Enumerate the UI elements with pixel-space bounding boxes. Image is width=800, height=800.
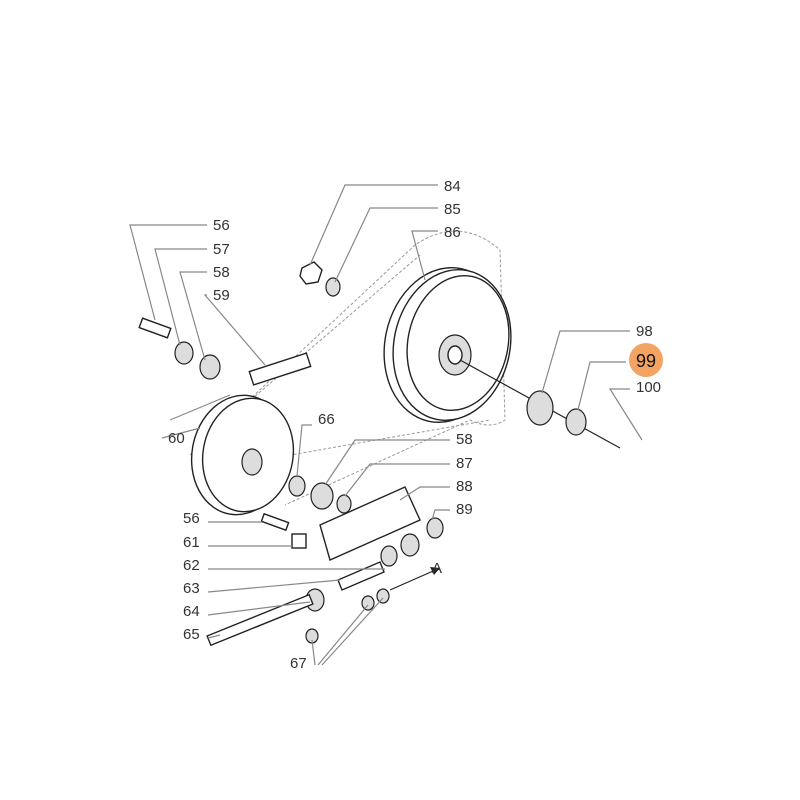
label-62[interactable]: 62 [183,557,200,574]
nut-84 [299,261,323,285]
label-89[interactable]: 89 [456,501,473,518]
label-65[interactable]: 65 [183,626,200,643]
label-56b[interactable]: 56 [183,510,200,527]
label-85[interactable]: 85 [444,201,461,218]
spacer-66 [288,475,306,497]
bolt-56b [260,512,290,532]
label-58b[interactable]: 58 [456,431,473,448]
washer-87 [336,494,352,514]
small-parts [138,261,587,647]
bearing-58b [310,482,334,510]
label-98[interactable]: 98 [636,323,653,340]
label-100[interactable]: 100 [636,379,661,396]
nut-61 [291,533,307,549]
bearing-58 [199,354,221,380]
label-88[interactable]: 88 [456,478,473,495]
label-63[interactable]: 63 [183,580,200,597]
label-84[interactable]: 84 [444,178,461,195]
label-87[interactable]: 87 [456,455,473,472]
washer-85 [325,277,341,297]
label-67[interactable]: 67 [290,655,307,672]
block-88 [319,486,421,561]
bolt-56 [138,317,172,339]
bushing-99 [565,408,587,436]
spacer-57 [174,341,194,365]
label-60[interactable]: 60 [168,430,185,447]
key-59 [248,352,312,386]
leader-lines [129,184,643,666]
label-59[interactable]: 59 [213,287,230,304]
arrow-a-line [389,567,441,591]
label-arrow-a: A [432,560,442,577]
label-86[interactable]: 86 [444,224,461,241]
label-66[interactable]: 66 [318,411,335,428]
label-61[interactable]: 61 [183,534,200,551]
bearing-98 [526,390,554,426]
nut-89 [426,517,444,539]
label-58[interactable]: 58 [213,264,230,281]
arrow-a-head [430,567,440,575]
belt [189,230,506,506]
label-56[interactable]: 56 [213,217,230,234]
small-pulley [190,394,295,516]
rod-65 [206,593,314,647]
spring-63 [337,561,385,591]
part-labels: 84 85 86 56 57 58 59 98 99 100 60 66 58 … [168,178,663,672]
highlight-marker [629,343,663,377]
label-57[interactable]: 57 [213,241,230,258]
label-64[interactable]: 64 [183,603,200,620]
large-pulley [383,266,512,424]
label-99[interactable]: 99 [636,351,656,371]
